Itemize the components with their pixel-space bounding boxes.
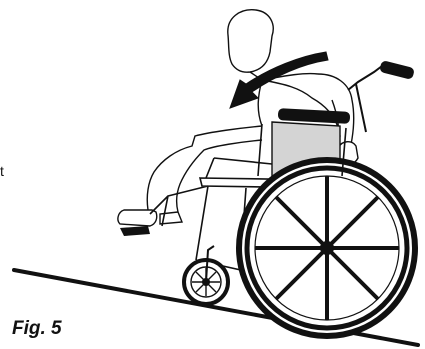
armrest-pad [278,108,351,124]
footrest [120,226,150,236]
push-handle-grip [379,60,415,80]
front-caster [184,246,228,304]
edge-text-fragment: t [0,163,4,179]
occupant-head [228,10,273,72]
rear-wheel [239,160,415,336]
occupant-feet [118,210,182,226]
figure-caption: Fig. 5 [12,318,62,340]
